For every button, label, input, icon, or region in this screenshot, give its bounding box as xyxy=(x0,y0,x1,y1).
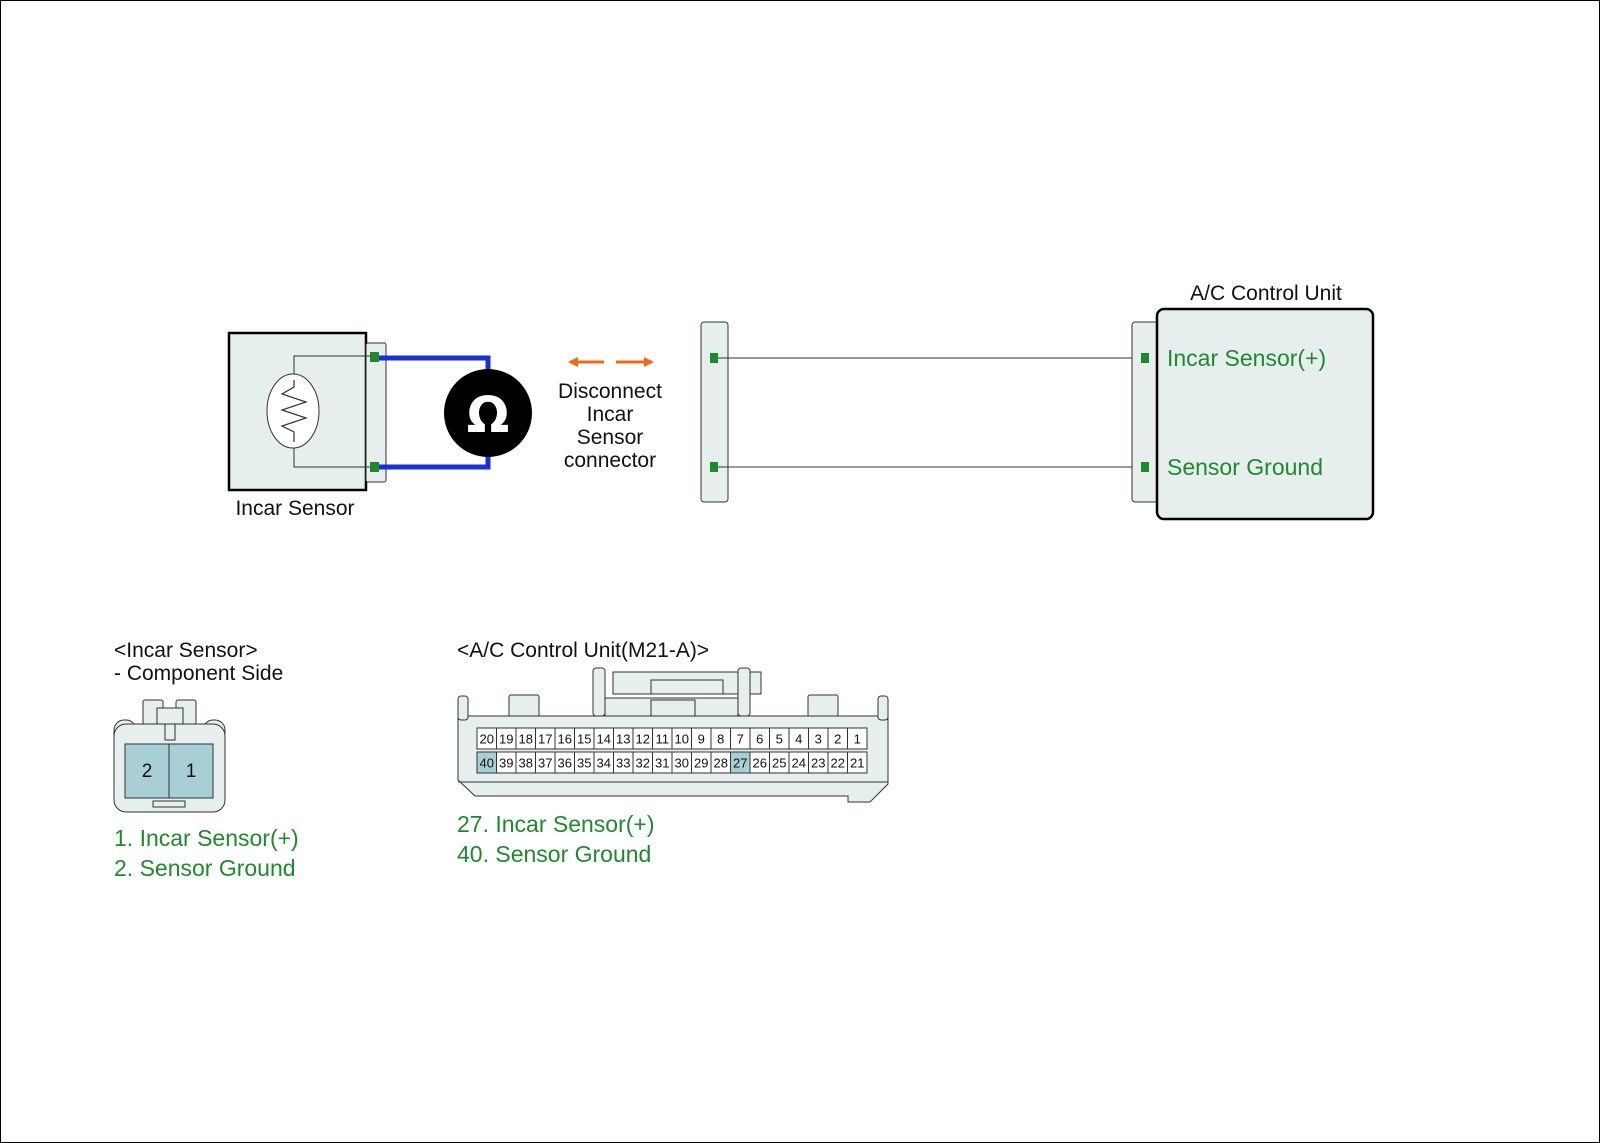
ac-unit-box xyxy=(1155,307,1375,521)
ac-legend-40: 40. Sensor Ground xyxy=(457,841,651,867)
terminal-icon xyxy=(370,352,379,362)
ac-pin-label: 29 xyxy=(694,756,708,771)
harness-connector xyxy=(700,321,729,503)
incar-legend-2: 2. Sensor Ground xyxy=(114,855,296,881)
ac-pin-label: 39 xyxy=(499,756,513,771)
ac-pin-label: 40 xyxy=(480,756,494,771)
ac-pin-label: 23 xyxy=(811,756,825,771)
terminal-icon xyxy=(710,353,718,363)
resistor-zigzag-icon xyxy=(280,380,308,442)
ac-pin-label: 15 xyxy=(577,732,591,747)
ac-pin-label-sensor-ground: Sensor Ground xyxy=(1167,454,1323,480)
disconnect-line-1: Disconnect xyxy=(558,380,662,403)
incar-connector-title: <Incar Sensor> xyxy=(114,639,258,662)
ac-pin-label: 37 xyxy=(538,756,552,771)
disconnect-instruction: Disconnect Incar Sensor connector xyxy=(558,357,662,472)
ac-pin-label: 11 xyxy=(656,732,670,747)
ac-pin-label: 6 xyxy=(756,732,763,747)
ac-pin-label: 31 xyxy=(655,756,669,771)
ac-unit-title: A/C Control Unit xyxy=(1190,282,1342,305)
ac-pin-label: 35 xyxy=(577,756,591,771)
ohmmeter: Ω xyxy=(379,355,532,470)
disconnect-line-2: Incar xyxy=(587,403,634,426)
ohm-symbol: Ω xyxy=(467,386,510,444)
ac-pin-label: 24 xyxy=(792,756,806,771)
incar-pin-1 xyxy=(168,743,214,799)
ac-control-unit: A/C Control Unit Incar Sensor(+) Sensor … xyxy=(1131,282,1375,521)
ac-pin-label: 4 xyxy=(795,732,802,747)
terminal-icon xyxy=(710,462,718,472)
incar-sensor-component: Incar Sensor xyxy=(227,331,387,520)
ac-pin-label: 8 xyxy=(717,732,724,747)
ac-pin-label: 1 xyxy=(854,732,861,747)
ac-pin-label: 34 xyxy=(597,756,611,771)
ac-pin-label: 19 xyxy=(499,732,513,747)
incar-sensor-connector-view: <Incar Sensor> - Component Side 2 1 1. I… xyxy=(113,639,299,881)
ac-pin-label: 22 xyxy=(831,756,845,771)
ac-pin-label: 32 xyxy=(636,756,650,771)
ac-pin-label: 14 xyxy=(597,732,611,747)
ac-legend-27: 27. Incar Sensor(+) xyxy=(457,811,655,837)
ac-pin-label: 5 xyxy=(776,732,783,747)
meter-lead-positive xyxy=(379,355,491,373)
ac-pin-label: 17 xyxy=(538,732,552,747)
ac-pin-label: 18 xyxy=(519,732,533,747)
incar-pin-2-label: 2 xyxy=(142,761,153,782)
incar-legend-1: 1. Incar Sensor(+) xyxy=(114,825,299,851)
terminal-icon xyxy=(1141,462,1149,472)
incar-pin-1-label: 1 xyxy=(186,761,197,782)
ac-pin-label: 10 xyxy=(675,732,689,747)
ac-pin-label: 25 xyxy=(772,756,786,771)
ac-pin-label: 38 xyxy=(519,756,533,771)
ac-pin-1 xyxy=(847,727,868,750)
ac-pin-label: 7 xyxy=(737,732,744,747)
incar-connector-subtitle: - Component Side xyxy=(114,662,283,685)
ohmmeter-icon xyxy=(444,369,532,457)
ac-pin-label: 16 xyxy=(558,732,572,747)
terminal-icon xyxy=(370,462,379,472)
ac-pin-label: 9 xyxy=(698,732,705,747)
ac-pin-21 xyxy=(847,751,868,774)
incar-sensor-label: Incar Sensor xyxy=(235,497,354,520)
ac-pin-label: 21 xyxy=(850,756,864,771)
ac-pin-label: 13 xyxy=(616,732,630,747)
thermistor-icon xyxy=(266,373,320,449)
disconnect-line-3: Sensor xyxy=(577,426,644,449)
ac-pin-label: 36 xyxy=(558,756,572,771)
ac-pin-label: 3 xyxy=(815,732,822,747)
incar-sensor-connector-body xyxy=(365,342,387,483)
ac-pin-label: 26 xyxy=(753,756,767,771)
terminal-icon xyxy=(1141,353,1149,363)
ac-pin-label: 28 xyxy=(714,756,728,771)
ac-connector-title: <A/C Control Unit(M21-A)> xyxy=(457,639,709,662)
ac-pin-label: 30 xyxy=(675,756,689,771)
harness xyxy=(700,321,1140,503)
ac-pin-label: 12 xyxy=(636,732,650,747)
ac-pin-label: 20 xyxy=(480,732,494,747)
ac-pin-label: 33 xyxy=(616,756,630,771)
disconnect-line-4: connector xyxy=(564,449,656,472)
ac-pin-label: 27 xyxy=(733,756,747,771)
ac-pin-label: 2 xyxy=(834,732,841,747)
ac-pin-label-incar-sensor-plus: Incar Sensor(+) xyxy=(1167,345,1326,371)
